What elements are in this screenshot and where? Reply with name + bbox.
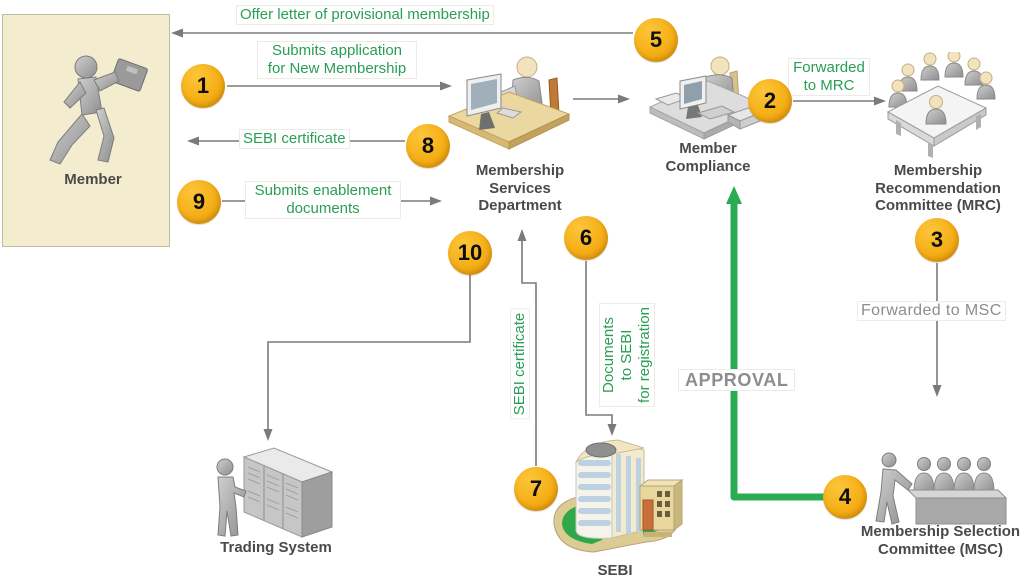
- trading-system-label: Trading System: [220, 539, 332, 556]
- member-compliance-workstation-icon: [648, 56, 766, 140]
- sebi-label: SEBI: [597, 562, 633, 579]
- step-badge-1: 1: [181, 64, 225, 108]
- step-badge-5: 5: [634, 18, 678, 62]
- step-badge-8: 8: [406, 124, 450, 168]
- flow-label-documents-to-sebi: Documents to SEBI for registration: [599, 303, 655, 407]
- step-badge-4: 4: [823, 475, 867, 519]
- arrow-to-trading-system: [263, 274, 471, 441]
- step-badge-10: 10: [448, 231, 492, 275]
- flow-label-offer-letter: Offer letter of provisional membership: [236, 5, 494, 25]
- arrow-documents-to-sebi: [585, 261, 617, 436]
- member-person-icon: [49, 55, 148, 165]
- arrow-sebi-certificate-up: [517, 229, 537, 466]
- msc-label: Membership Selection Committee (MSC): [860, 523, 1021, 558]
- step-badge-7: 7: [514, 467, 558, 511]
- flow-label-forwarded-to-mrc: Forwarded to MRC: [788, 58, 870, 96]
- approval-arrow: [726, 186, 840, 501]
- flow-label-sebi-certificate-to-member: SEBI certificate: [239, 129, 350, 149]
- step-badge-6: 6: [564, 216, 608, 260]
- msc-panel-icon: [875, 452, 1007, 525]
- step-badge-9: 9: [177, 180, 221, 224]
- mrc-label: Membership Recommendation Committee (MRC…: [875, 162, 1001, 214]
- trading-system-servers-icon: [216, 447, 334, 538]
- member-label: Member: [64, 171, 122, 188]
- flow-label-submits-enablement: Submits enablement documents: [245, 181, 401, 219]
- step-badge-2: 2: [748, 79, 792, 123]
- membership-services-desk-icon: [447, 56, 571, 150]
- flow-label-forwarded-to-msc: Forwarded to MSC: [857, 301, 1006, 321]
- mrc-committee-icon: [886, 52, 996, 158]
- step-badge-3: 3: [915, 218, 959, 262]
- flow-label-approval: APPROVAL: [678, 369, 796, 391]
- membership-services-label: Membership Services Department: [475, 162, 565, 214]
- flow-label-submits-application: Submits application for New Membership: [257, 41, 417, 79]
- flow-label-sebi-certificate-up: SEBI certificate: [510, 308, 530, 420]
- member-compliance-label: Member Compliance: [665, 140, 751, 175]
- sebi-building-icon: [553, 439, 684, 553]
